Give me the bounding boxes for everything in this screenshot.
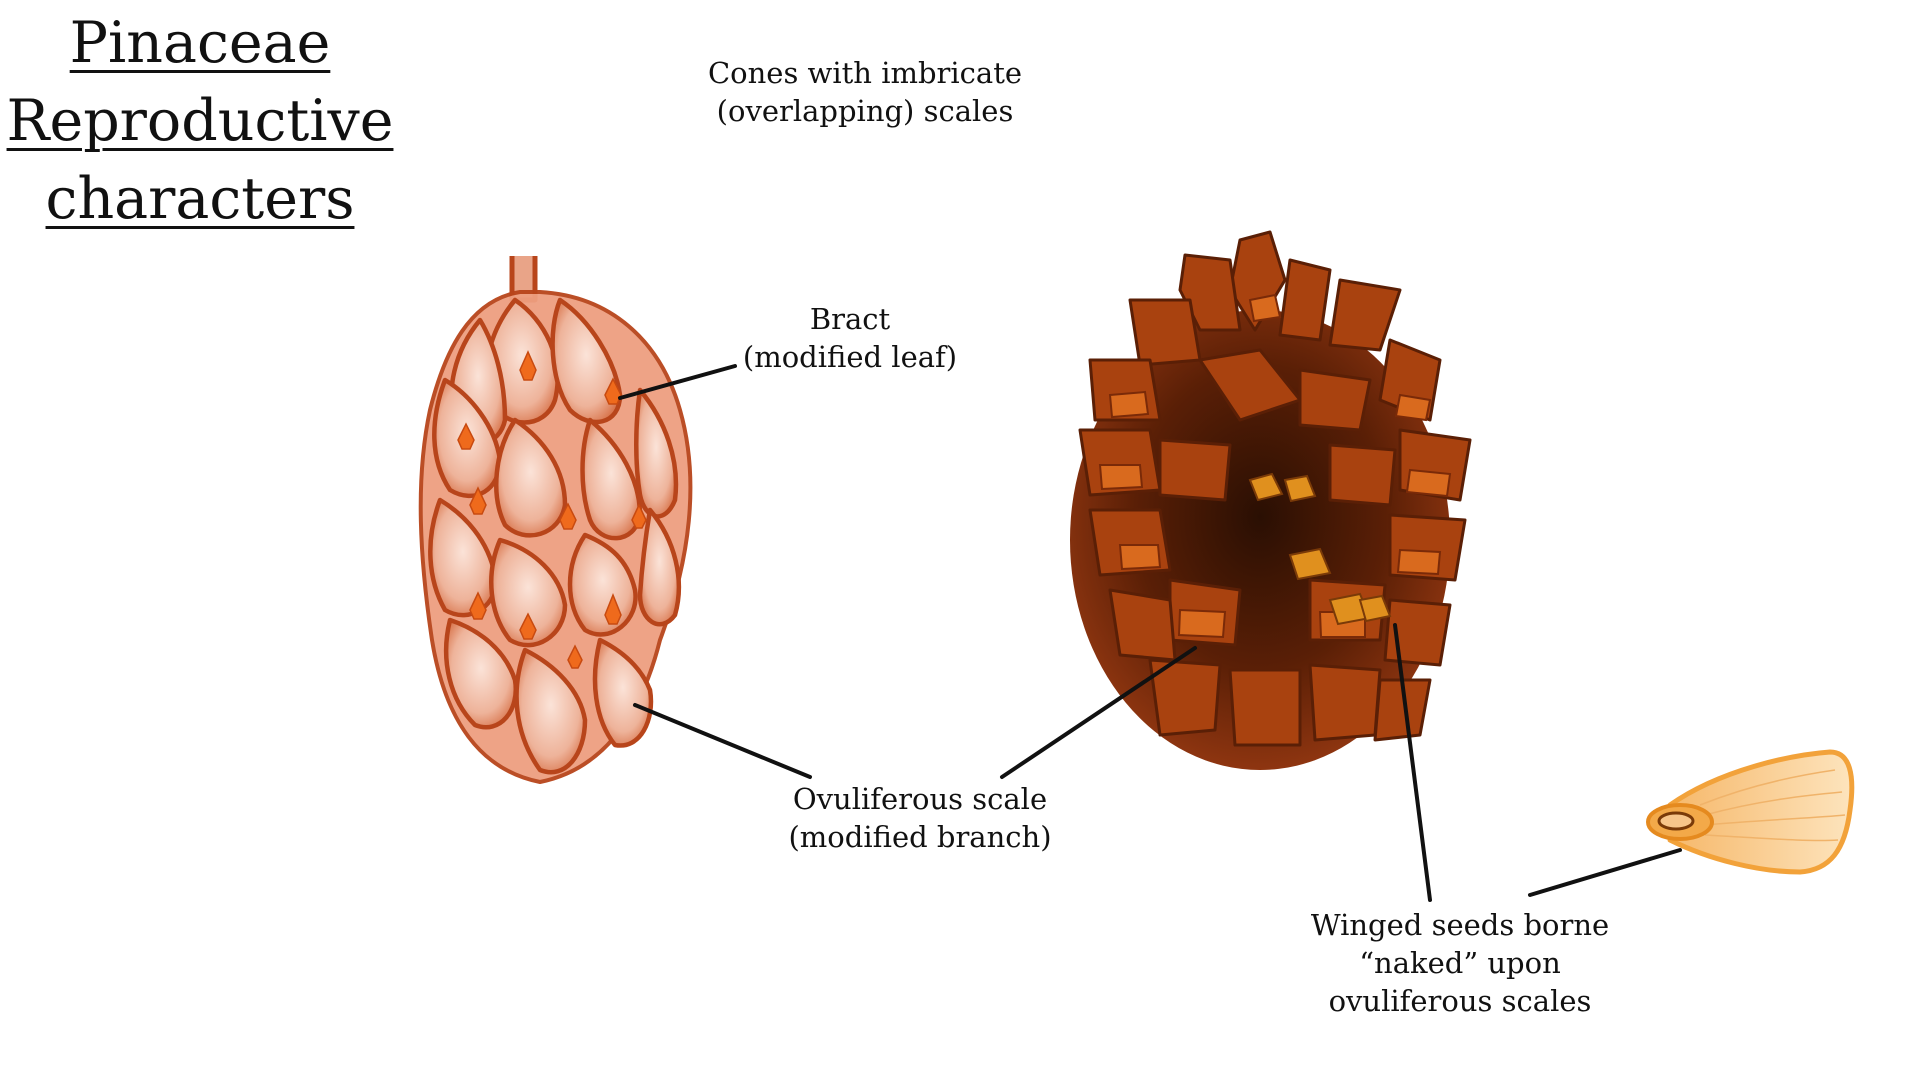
title-line-1: Pinaceae — [69, 10, 331, 76]
title-line-2: Reproductive — [6, 88, 394, 154]
ovuliferous-leader-line-right — [1000, 646, 1197, 779]
ovuliferous-scale — [580, 417, 643, 541]
ovuliferous-scale — [514, 647, 588, 775]
cone-scale — [1108, 588, 1177, 662]
exposed-seed — [1248, 472, 1284, 502]
bract — [604, 592, 622, 625]
cone-scale — [1308, 663, 1382, 742]
pine-cone-seeds — [1248, 472, 1392, 626]
scale-tip — [1394, 393, 1432, 422]
seed-wing — [1667, 749, 1855, 875]
bract-label: Bract (modified leaf) — [700, 300, 1000, 376]
ovuliferous-scale — [489, 537, 568, 648]
winged-seed — [1646, 749, 1855, 875]
cones-caption-line-1: Cones with imbricate — [707, 56, 1023, 90]
cones-caption: Cones with imbricate (overlapping) scale… — [665, 54, 1065, 130]
bract-label-line-1: Bract — [809, 302, 891, 336]
drawn-seed-cone — [418, 256, 693, 785]
scale-tip — [1098, 464, 1144, 491]
drawn-cone-bracts — [457, 350, 647, 669]
cones-caption-line-2: (overlapping) scales — [716, 94, 1014, 128]
exposed-seed — [1358, 594, 1392, 623]
ovuliferous-scale — [550, 297, 623, 425]
bract — [631, 503, 647, 529]
cone-scale — [1128, 298, 1202, 367]
scale-tip — [1396, 548, 1442, 576]
winged-seeds-label: Winged seeds borne “naked” upon ovulifer… — [1280, 906, 1640, 1020]
page-title: Pinaceae Reproductive characters — [0, 4, 400, 238]
ovuliferous-scale — [637, 507, 682, 627]
ovuliferous-label-line-2: (modified branch) — [788, 820, 1052, 854]
seeds-label-line-2: “naked” upon — [1359, 946, 1561, 980]
seeds-label-line-1: Winged seeds borne — [1310, 908, 1610, 942]
ovuliferous-scale — [443, 617, 519, 730]
seeds-leader-line-seed — [1528, 848, 1682, 897]
cone-scale — [1298, 368, 1372, 432]
pine-cone-scale-tips — [1098, 293, 1452, 639]
bract — [469, 591, 487, 620]
ovuliferous-scale-label: Ovuliferous scale (modified branch) — [770, 780, 1070, 856]
bract — [559, 502, 577, 530]
cone-scale — [1383, 598, 1452, 667]
bract — [457, 422, 475, 450]
scale-tip — [1177, 608, 1227, 639]
cone-scale — [1228, 668, 1302, 747]
cone-scale — [1328, 278, 1402, 352]
scale-tip — [1108, 390, 1150, 419]
bract — [519, 612, 537, 640]
bract-label-line-2: (modified leaf) — [742, 340, 958, 374]
ovuliferous-scale — [592, 637, 654, 748]
cone-scale — [1148, 658, 1222, 737]
exposed-seed — [1283, 474, 1317, 503]
seeds-leader-line-cone — [1393, 623, 1432, 902]
scale-tip — [1118, 544, 1162, 571]
cone-scale — [1328, 443, 1397, 507]
wing-vein — [1704, 834, 1839, 842]
leader-lines — [618, 364, 1682, 902]
wing-vein — [1704, 814, 1846, 826]
ovuliferous-leader-line-left — [633, 703, 812, 779]
scale-tip — [1405, 468, 1452, 498]
title-line-3: characters — [45, 166, 355, 232]
pine-cone — [1070, 230, 1472, 770]
bract — [567, 644, 583, 669]
cone-scale — [1373, 678, 1432, 742]
bract — [519, 350, 537, 381]
bract-leader-line — [618, 364, 737, 400]
cone-scale — [1158, 438, 1232, 502]
exposed-seed — [1288, 547, 1332, 581]
ovuliferous-scale — [634, 387, 679, 519]
scale-tip — [1248, 293, 1282, 323]
seeds-label-line-3: ovuliferous scales — [1328, 984, 1592, 1018]
wing-vein — [1699, 769, 1836, 806]
cone-scale — [1178, 253, 1242, 332]
wing-vein — [1704, 791, 1843, 816]
ovuliferous-label-line-1: Ovuliferous scale — [792, 782, 1048, 816]
cone-scale — [1278, 258, 1332, 342]
seed-wing-veins — [1699, 769, 1846, 842]
ovuliferous-scale — [494, 417, 568, 538]
bract — [469, 486, 487, 515]
seed-hilum — [1657, 811, 1695, 831]
